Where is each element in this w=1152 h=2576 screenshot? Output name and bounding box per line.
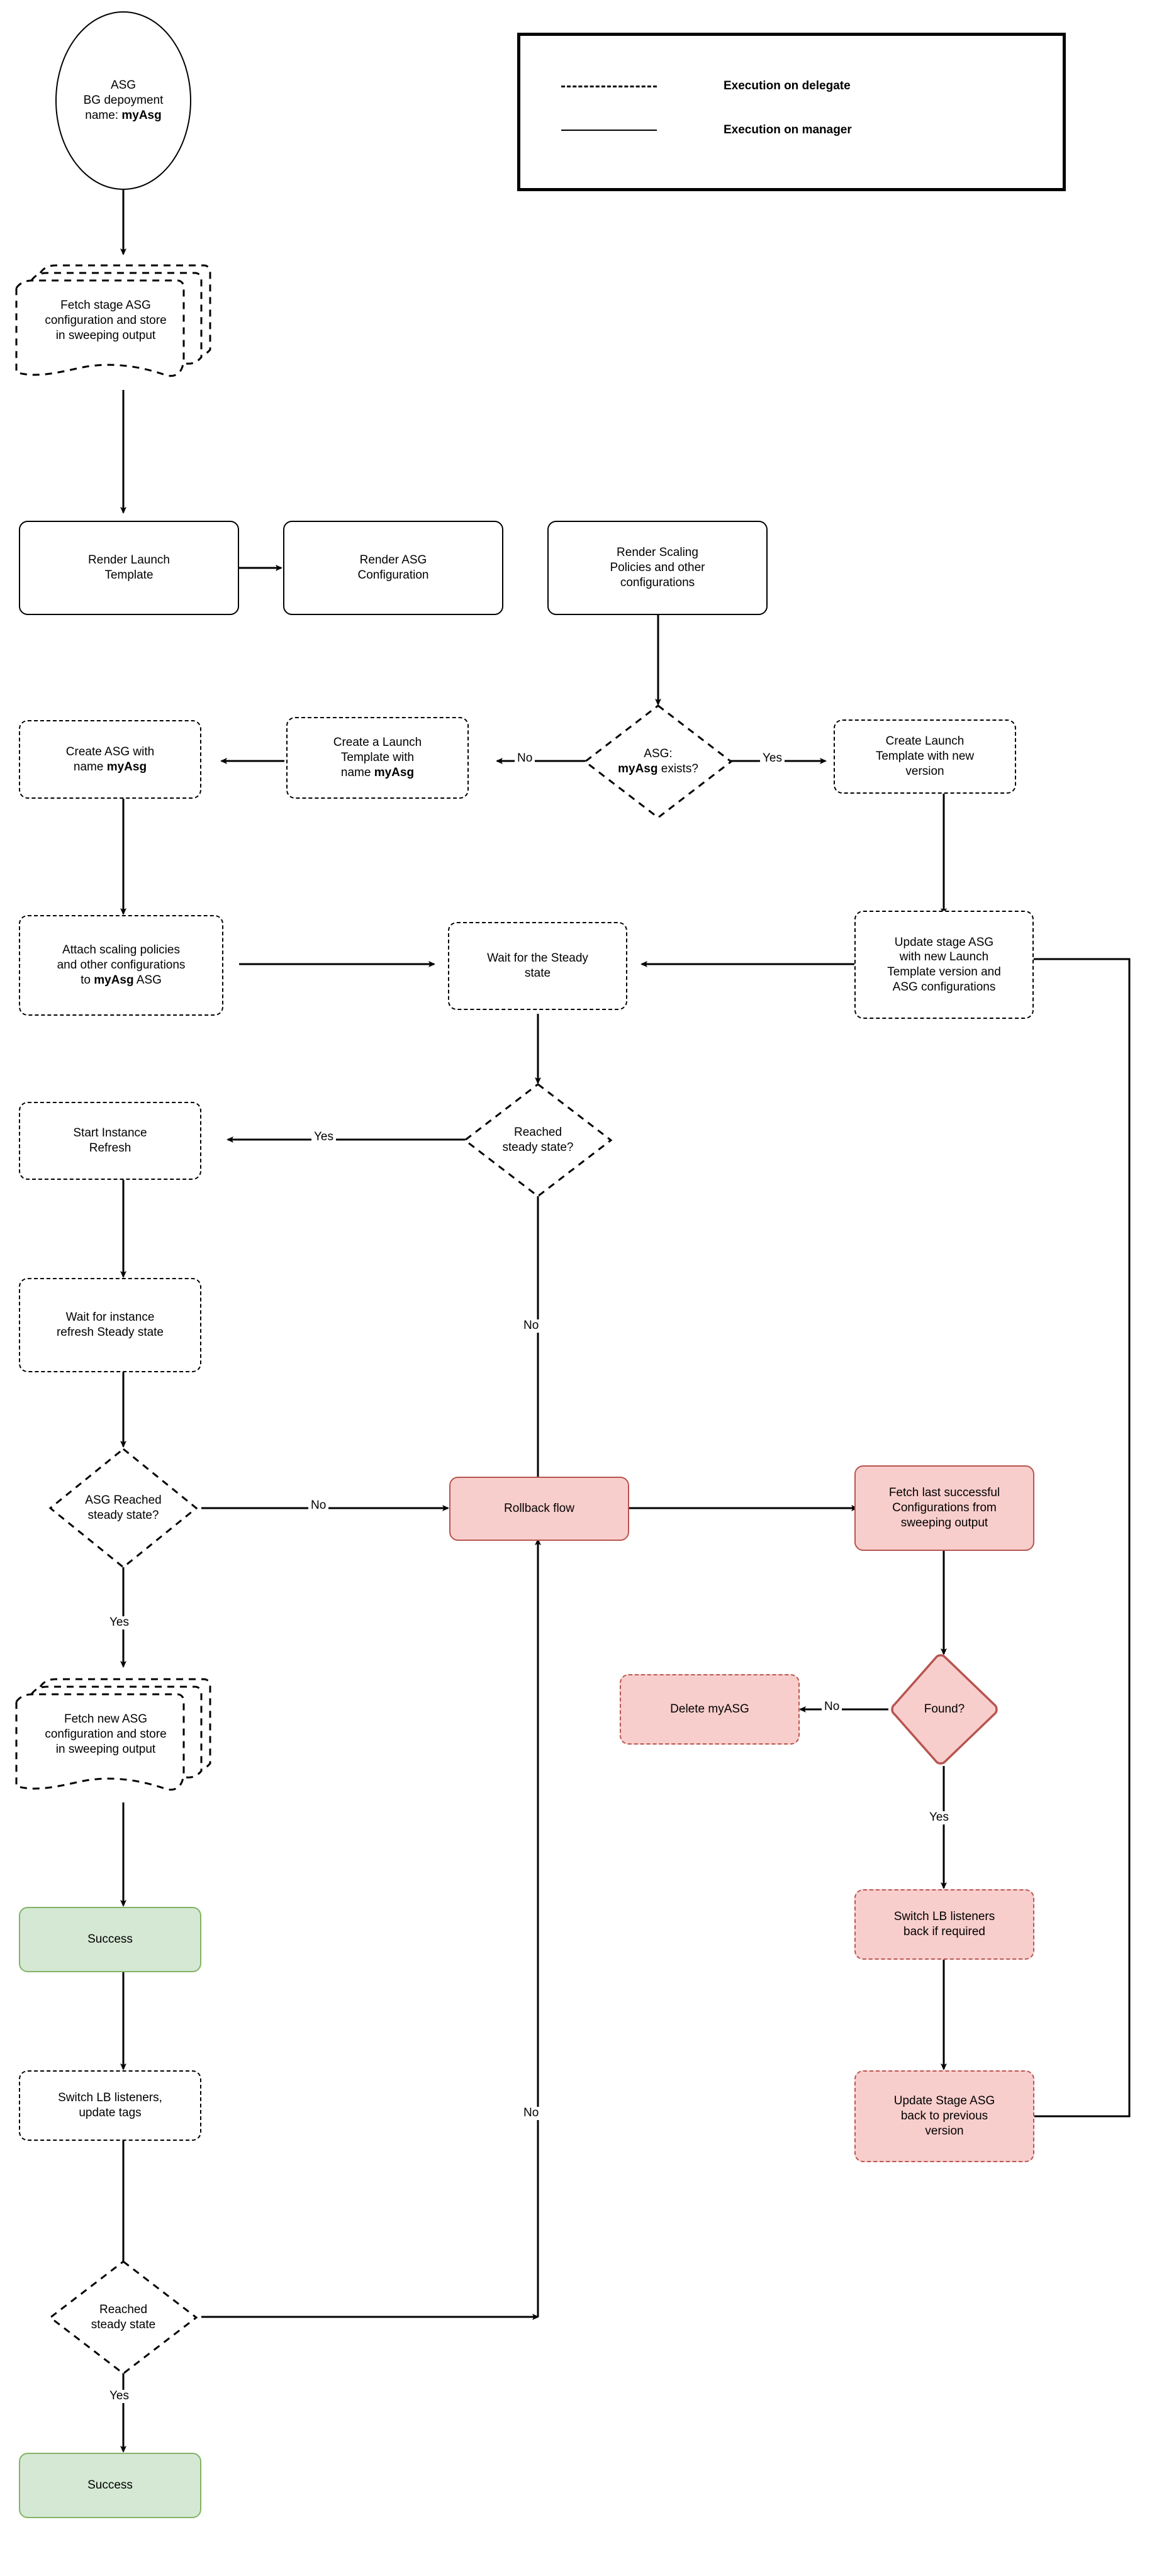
node-found-decision[interactable]: Found? xyxy=(888,1653,1000,1766)
node-found-decision-label: Found? xyxy=(924,1702,965,1716)
node-wait-for-instance-refresh[interactable]: Wait for instance refresh Steady state xyxy=(19,1278,201,1372)
node-fetch-stage-asg-label: Fetch stage ASG configuration and store … xyxy=(45,299,167,342)
legend-label-manager: Execution on manager xyxy=(724,123,852,136)
multi-document-shape-icon xyxy=(15,1678,211,1791)
edge-label-bottom-no: No xyxy=(521,2106,542,2120)
node-fetch-new-asg-label: Fetch new ASG configuration and store in… xyxy=(45,1713,167,1756)
edge-label-steady-yes: Yes xyxy=(311,1130,336,1144)
legend-row-manager: Execution on manager xyxy=(561,123,852,137)
node-asg-exists-decision-label: ASG:myAsg exists? xyxy=(618,747,698,775)
edge-label-exists-no: No xyxy=(515,752,535,765)
edge-label-steady-no: No xyxy=(521,1319,542,1333)
node-success-bottom[interactable]: Success xyxy=(19,2453,201,2518)
edge-label-found-no: No xyxy=(822,1700,842,1714)
multi-document-shape-icon xyxy=(15,264,211,377)
node-render-scaling-policies[interactable]: Render Scaling Policies and other config… xyxy=(547,521,768,615)
node-render-asg-configuration[interactable]: Render ASG Configuration xyxy=(283,521,503,615)
edge-label-asg-steady-yes: Yes xyxy=(107,1616,131,1629)
node-update-stage-asg[interactable]: Update stage ASG with new Launch Templat… xyxy=(854,911,1034,1019)
node-render-launch-template[interactable]: Render Launch Template xyxy=(19,521,239,615)
node-reached-steady-state-bottom-decision[interactable]: Reached steady state xyxy=(48,2259,199,2376)
node-create-launch-template-new-version[interactable]: Create Launch Template with new version xyxy=(834,719,1016,794)
node-rollback-flow[interactable]: Rollback flow xyxy=(449,1477,629,1541)
decision-diamond-icon xyxy=(583,704,733,819)
node-asg-reached-steady-state-decision[interactable]: ASG Reached steady state? xyxy=(48,1446,199,1570)
edge-label-exists-yes: Yes xyxy=(760,752,785,765)
node-reached-steady-state-decision[interactable]: Reached steady state? xyxy=(462,1082,613,1199)
node-asg-exists-decision[interactable]: ASG:myAsg exists? xyxy=(583,703,734,820)
node-wait-for-steady-state[interactable]: Wait for the Steady state xyxy=(448,922,627,1010)
legend-solid-line-icon xyxy=(561,130,657,131)
node-reached-steady-state-bottom-label: Reached steady state xyxy=(91,2303,156,2331)
node-update-stage-asg-previous-version[interactable]: Update Stage ASG back to previous versio… xyxy=(854,2070,1034,2162)
decision-diamond-icon xyxy=(891,1654,998,1765)
decision-diamond-icon xyxy=(463,1083,613,1197)
node-reached-steady-state-label: Reached steady state? xyxy=(502,1126,574,1154)
edge-label-asg-steady-no: No xyxy=(308,1499,329,1513)
node-fetch-last-successful-configurations[interactable]: Fetch last successful Configurations fro… xyxy=(854,1465,1034,1551)
node-delete-myasg[interactable]: Delete myASG xyxy=(620,1674,800,1745)
node-success-top[interactable]: Success xyxy=(19,1907,201,1972)
node-start-instance-refresh[interactable]: Start Instance Refresh xyxy=(19,1102,201,1180)
legend-label-delegate: Execution on delegate xyxy=(724,79,851,92)
edge-label-found-yes: Yes xyxy=(927,1811,951,1824)
node-switch-lb-listeners-back[interactable]: Switch LB listeners back if required xyxy=(854,1889,1034,1960)
decision-diamond-icon xyxy=(48,2260,198,2375)
legend-row-delegate: Execution on delegate xyxy=(561,79,851,93)
edge-label-bottom-yes: Yes xyxy=(107,2389,131,2403)
node-switch-lb-listeners-update-tags[interactable]: Switch LB listeners, update tags xyxy=(19,2070,201,2141)
legend-dashed-line-icon xyxy=(561,85,657,87)
node-fetch-new-asg-documents[interactable]: Fetch new ASG configuration and store in… xyxy=(11,1659,238,1804)
decision-diamond-icon xyxy=(48,1448,198,1568)
node-fetch-stage-asg-documents[interactable]: Fetch stage ASG configuration and store … xyxy=(11,245,238,390)
node-asg-reached-steady-state-label: ASG Reached steady state? xyxy=(85,1494,162,1522)
legend-box xyxy=(517,33,1066,191)
